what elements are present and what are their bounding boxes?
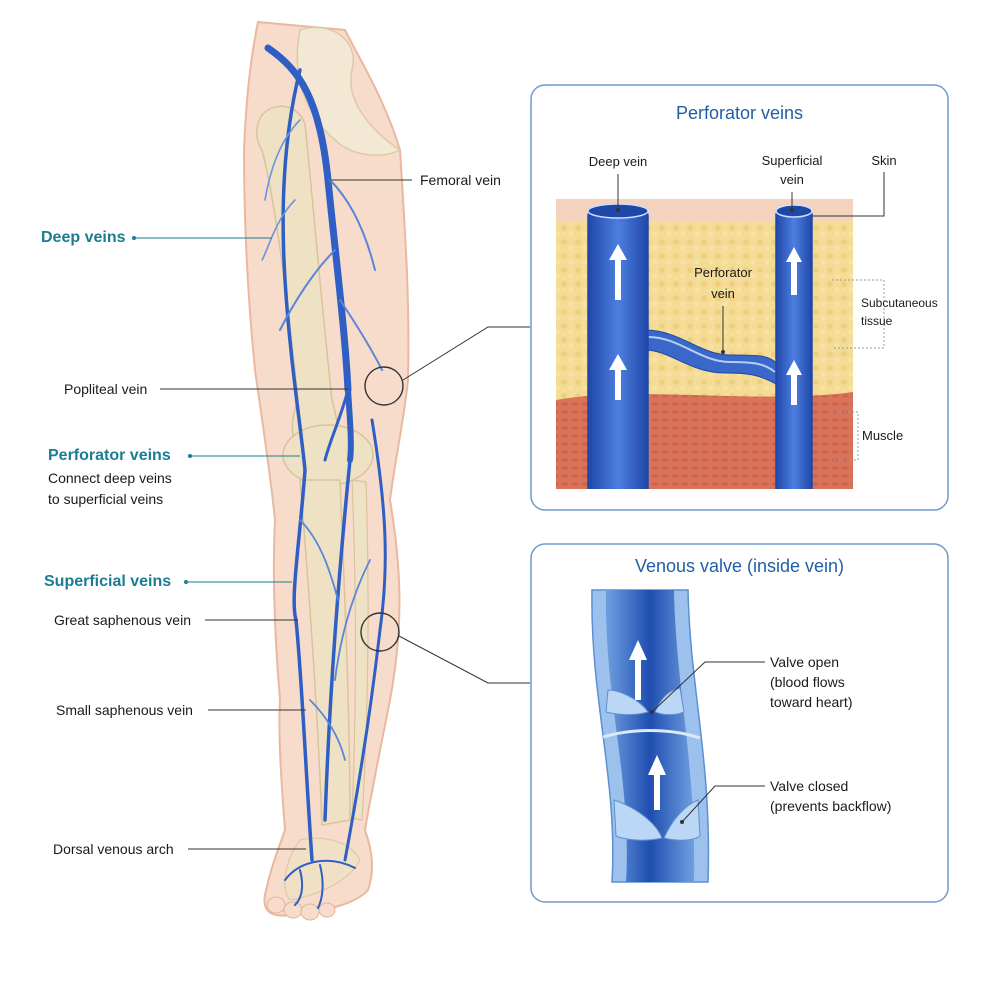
valve-panel-title: Venous valve (inside vein) (634, 556, 845, 576)
label-valve-closed-line1: Valve closed (770, 778, 849, 794)
foot-bones (284, 837, 361, 901)
label-valve-open-line3: toward heart) (770, 694, 853, 710)
heading-deep-veins: Deep veins (41, 229, 126, 246)
heading-superficial-veins: Superficial veins (44, 573, 172, 590)
perforator-panel (530, 84, 949, 511)
perforator-panel-title: Perforator veins (675, 103, 804, 123)
flow-arrow-icon (786, 360, 802, 405)
leader-dot (616, 208, 620, 212)
flow-arrow-icon (609, 354, 627, 400)
popliteal-vein (345, 387, 354, 463)
label-perforator-vein-line1: Perforator (694, 265, 752, 280)
valve-cusp-closed-left (613, 799, 663, 841)
label-small-saphenous-vein: Small saphenous vein (56, 702, 193, 718)
deep-vein-branch (323, 388, 350, 462)
calf-branch (299, 519, 371, 761)
valve-panel (530, 543, 949, 903)
valve-cusp-open-right (654, 687, 685, 716)
leader-valve-open (651, 661, 765, 713)
label-deep-vein: Deep vein (588, 154, 648, 169)
leg-illustration (242, 20, 410, 921)
toe (300, 903, 320, 921)
flow-arrow-icon (609, 244, 627, 300)
flow-arrow-icon (648, 755, 666, 810)
connector-perforator-panel (402, 326, 530, 381)
thigh-branch (279, 179, 383, 371)
toe (318, 902, 336, 918)
label-great-saphenous-vein: Great saphenous vein (54, 612, 191, 628)
dorsal-arch-vein (284, 859, 356, 909)
flow-arrow-icon (786, 247, 802, 295)
label-skin: Skin (871, 153, 897, 168)
zoom-circle-perforator (364, 366, 404, 406)
perforator-vein-highlight (647, 336, 776, 373)
zoom-circle-valve (360, 612, 400, 652)
perforator-desc-line1: Connect deep veins (48, 470, 172, 486)
heading-perforator-veins: Perforator veins (48, 447, 171, 464)
leader-skin (812, 172, 885, 217)
knee-joint (282, 424, 374, 486)
label-femoral-vein: Femoral vein (420, 172, 501, 188)
toe (283, 901, 303, 919)
fibula-bone (351, 479, 369, 821)
label-valve-open-line1: Valve open (770, 654, 840, 670)
leader-dot (680, 820, 684, 824)
leader-dot (721, 350, 725, 354)
leader-valve-closed (681, 785, 765, 823)
subcutaneous-bracket (832, 279, 885, 349)
great-saphenous-vein (281, 68, 314, 862)
leader-dot (132, 236, 136, 240)
connector-valve-panel (398, 635, 530, 684)
pelvis-bone (296, 26, 402, 156)
label-perforator-vein-line2: vein (711, 286, 735, 301)
label-subcutaneous-line2: tissue (861, 314, 893, 328)
label-subcutaneous-line1: Subcutaneous (861, 296, 938, 310)
label-superficial-vein-line2: vein (780, 172, 804, 187)
leader-dot (650, 710, 654, 714)
femoral-vein (264, 44, 352, 394)
thigh-branch (261, 119, 301, 261)
superficial-vein-opening (775, 204, 813, 218)
label-muscle: Muscle (862, 428, 904, 443)
valve-divider (599, 729, 701, 740)
deep-calf-vein (323, 458, 352, 822)
label-valve-closed-line2: (prevents backflow) (770, 798, 892, 814)
leader-dot (790, 208, 794, 212)
flow-arrow-icon (629, 640, 647, 700)
label-superficial-vein-line1: Superficial (761, 153, 823, 168)
leader-dot (188, 454, 192, 458)
leader-dot (184, 580, 188, 584)
valve-cusp-open-left (605, 689, 649, 716)
label-dorsal-venous-arch: Dorsal venous arch (53, 841, 174, 857)
perforator-desc-line2: to superficial veins (48, 491, 164, 507)
label-valve-open-line2: (blood flows (770, 674, 845, 690)
label-popliteal-vein: Popliteal vein (64, 381, 148, 397)
toe (266, 896, 286, 914)
small-saphenous-vein (343, 418, 387, 862)
muscle-bracket (832, 411, 859, 461)
